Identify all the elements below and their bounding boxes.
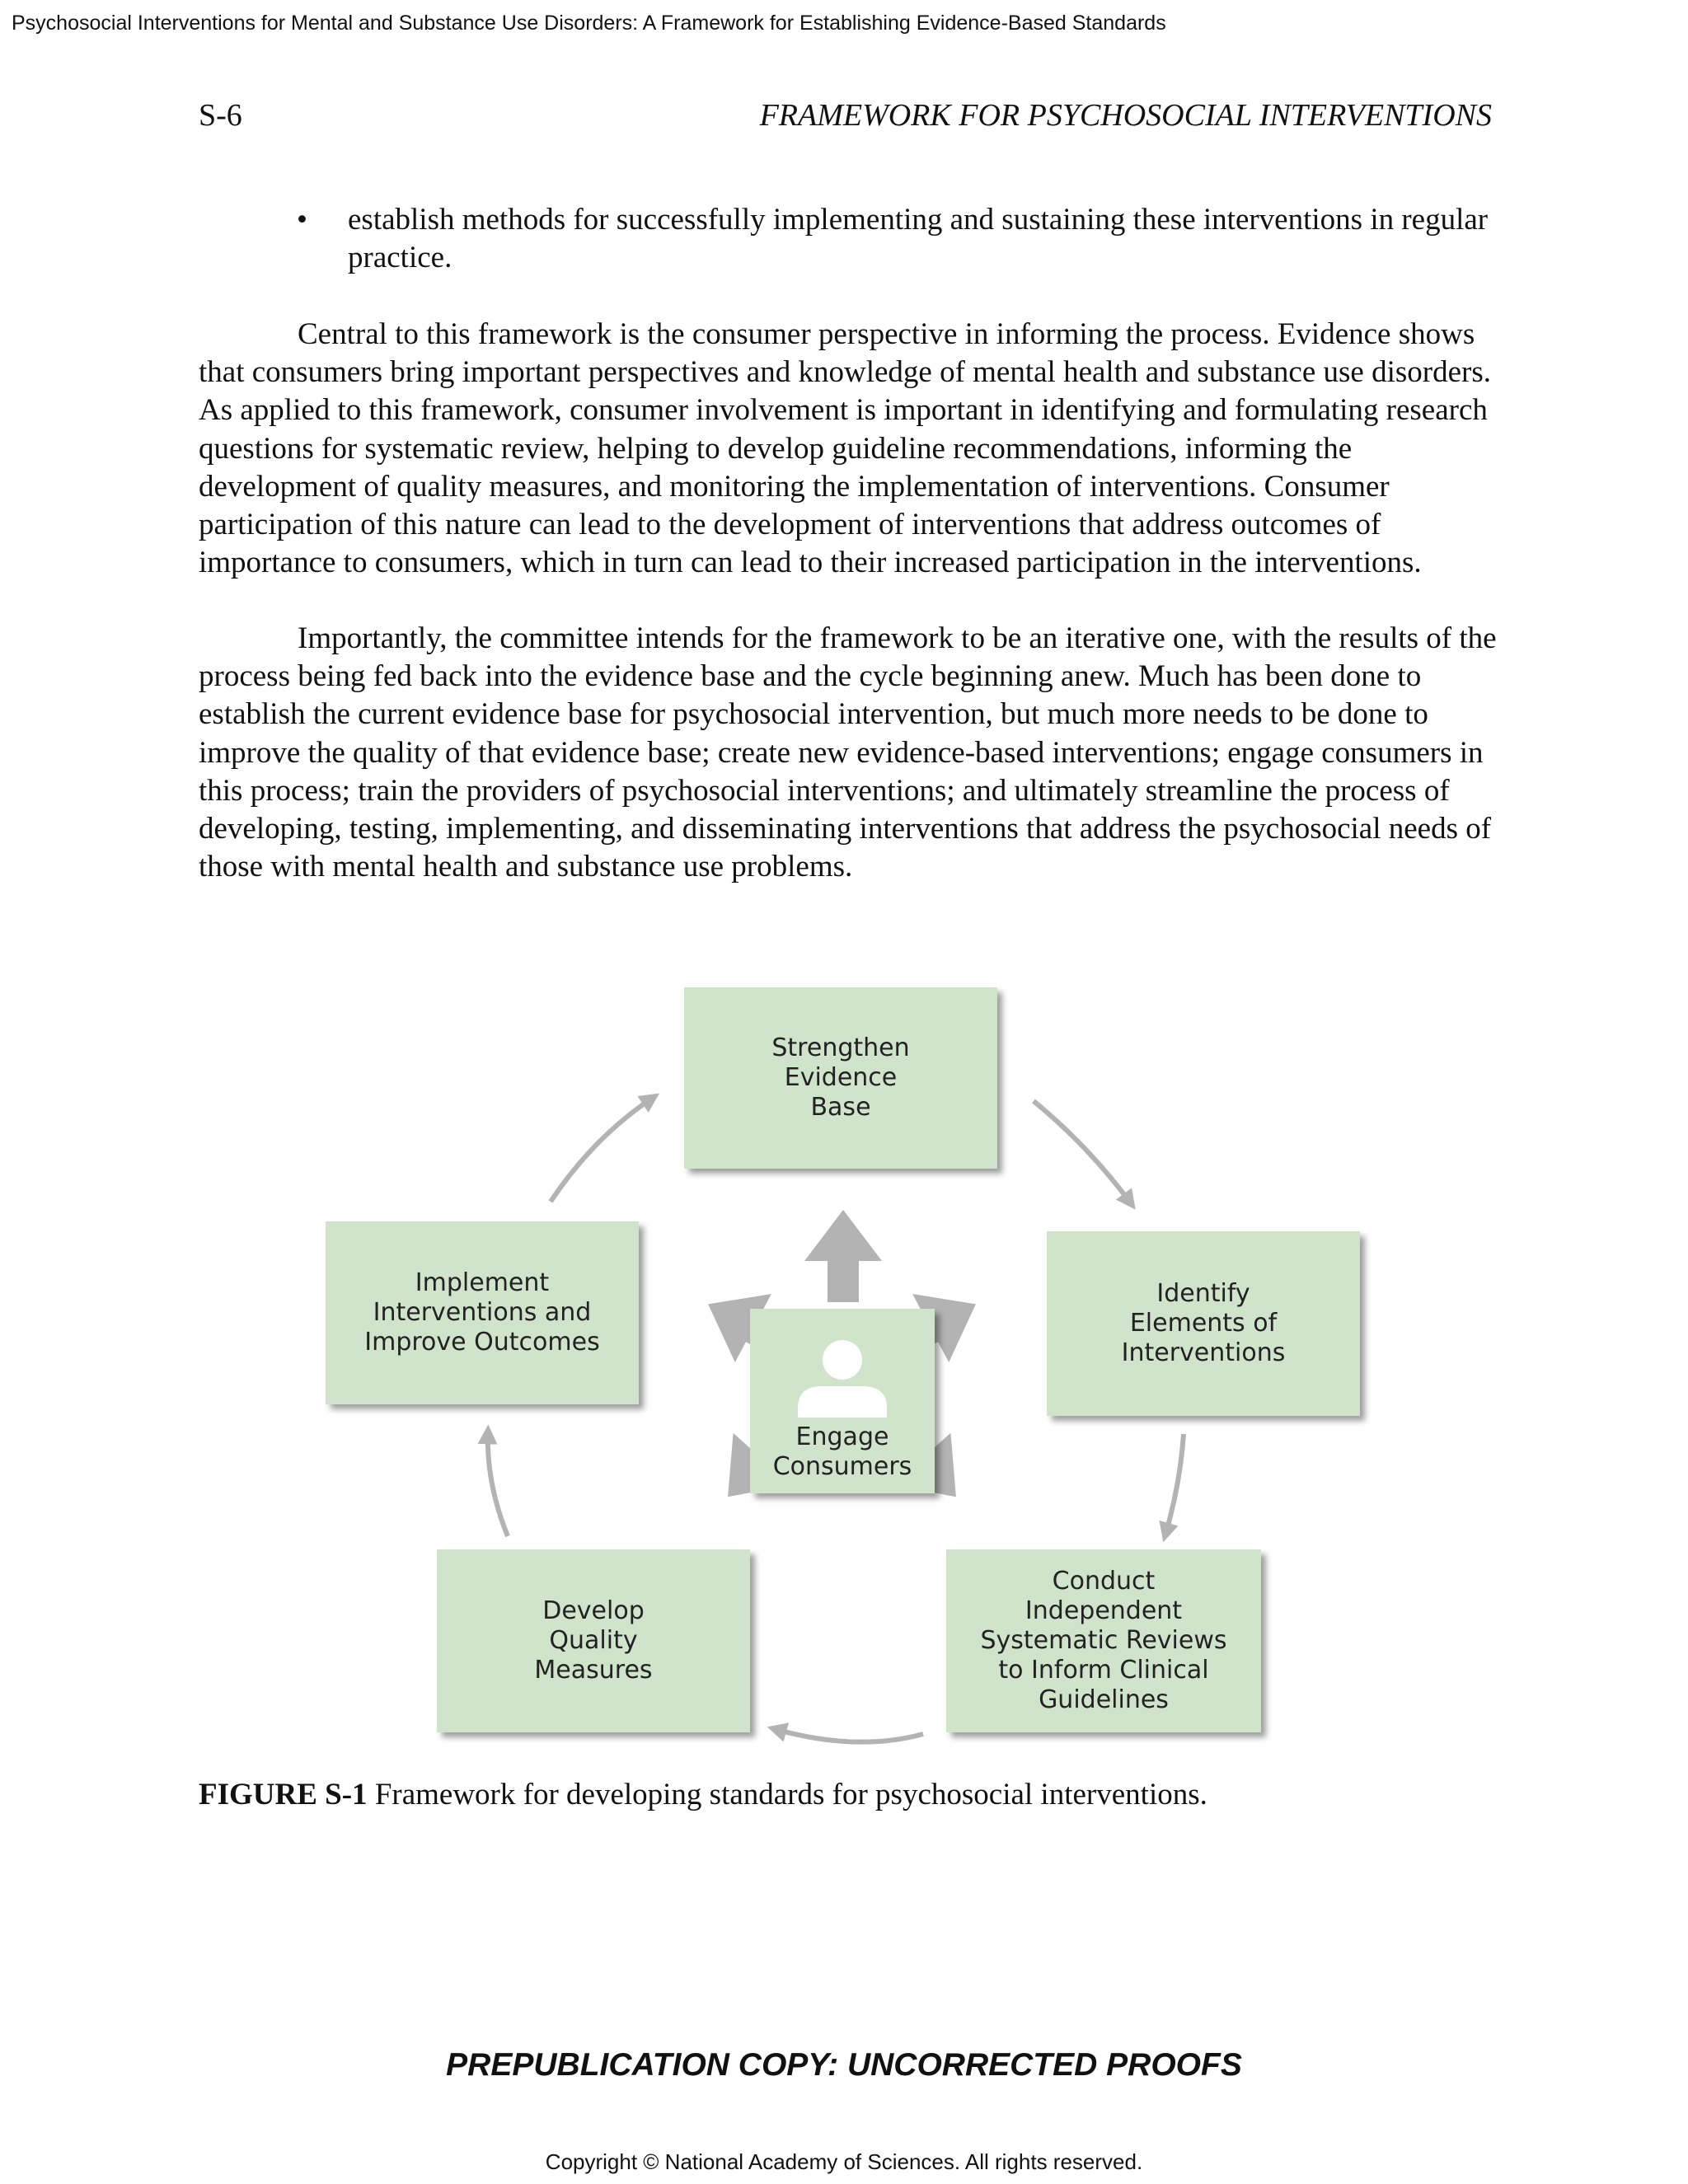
paragraph-consumer-perspective: Central to this framework is the consume… — [199, 317, 1491, 580]
box-identify-elements: Identify Elements of Interventions — [1047, 1231, 1360, 1416]
book-title-header: Psychosocial Interventions for Mental an… — [12, 12, 1166, 35]
cycle-arrow-right — [1159, 1433, 1186, 1543]
framework-figure: Strengthen Evidence Base Identify Elemen… — [313, 972, 1401, 1747]
bullet-text: establish methods for successfully imple… — [348, 203, 1489, 275]
figure-label: FIGURE S-1 — [199, 1778, 368, 1811]
copyright-notice: Copyright © National Academy of Sciences… — [545, 2149, 1143, 2174]
box-develop-quality-measures: Develop Quality Measures — [437, 1549, 750, 1732]
paragraph-iterative-framework: Importantly, the committee intends for t… — [199, 621, 1497, 884]
bullet-dot-icon: • — [297, 203, 307, 237]
box-implement-interventions: Implement Interventions and Improve Outc… — [326, 1221, 639, 1404]
cycle-arrow-left — [477, 1424, 510, 1538]
cycle-arrow-top-left — [548, 1093, 659, 1203]
box-strengthen-evidence-base: Strengthen Evidence Base — [684, 987, 997, 1169]
box-conduct-systematic-reviews: Conduct Independent Systematic Reviews t… — [946, 1549, 1261, 1732]
box-engage-consumers: Engage Consumers — [750, 1309, 935, 1493]
cycle-arrow-bottom — [767, 1722, 924, 1745]
figure-caption: FIGURE S-1 Framework for developing stan… — [199, 1777, 1207, 1812]
figure-caption-text: Framework for developing standards for p… — [367, 1778, 1207, 1811]
radial-arrow-up — [804, 1210, 882, 1302]
proof-notice: PREPUBLICATION COPY: UNCORRECTED PROOFS — [446, 2047, 1242, 2083]
cycle-arrow-top-right — [1032, 1099, 1136, 1210]
page-number: S-6 — [199, 98, 242, 133]
person-icon — [798, 1340, 887, 1418]
running-head: FRAMEWORK FOR PSYCHOSOCIAL INTERVENTIONS — [759, 98, 1492, 133]
